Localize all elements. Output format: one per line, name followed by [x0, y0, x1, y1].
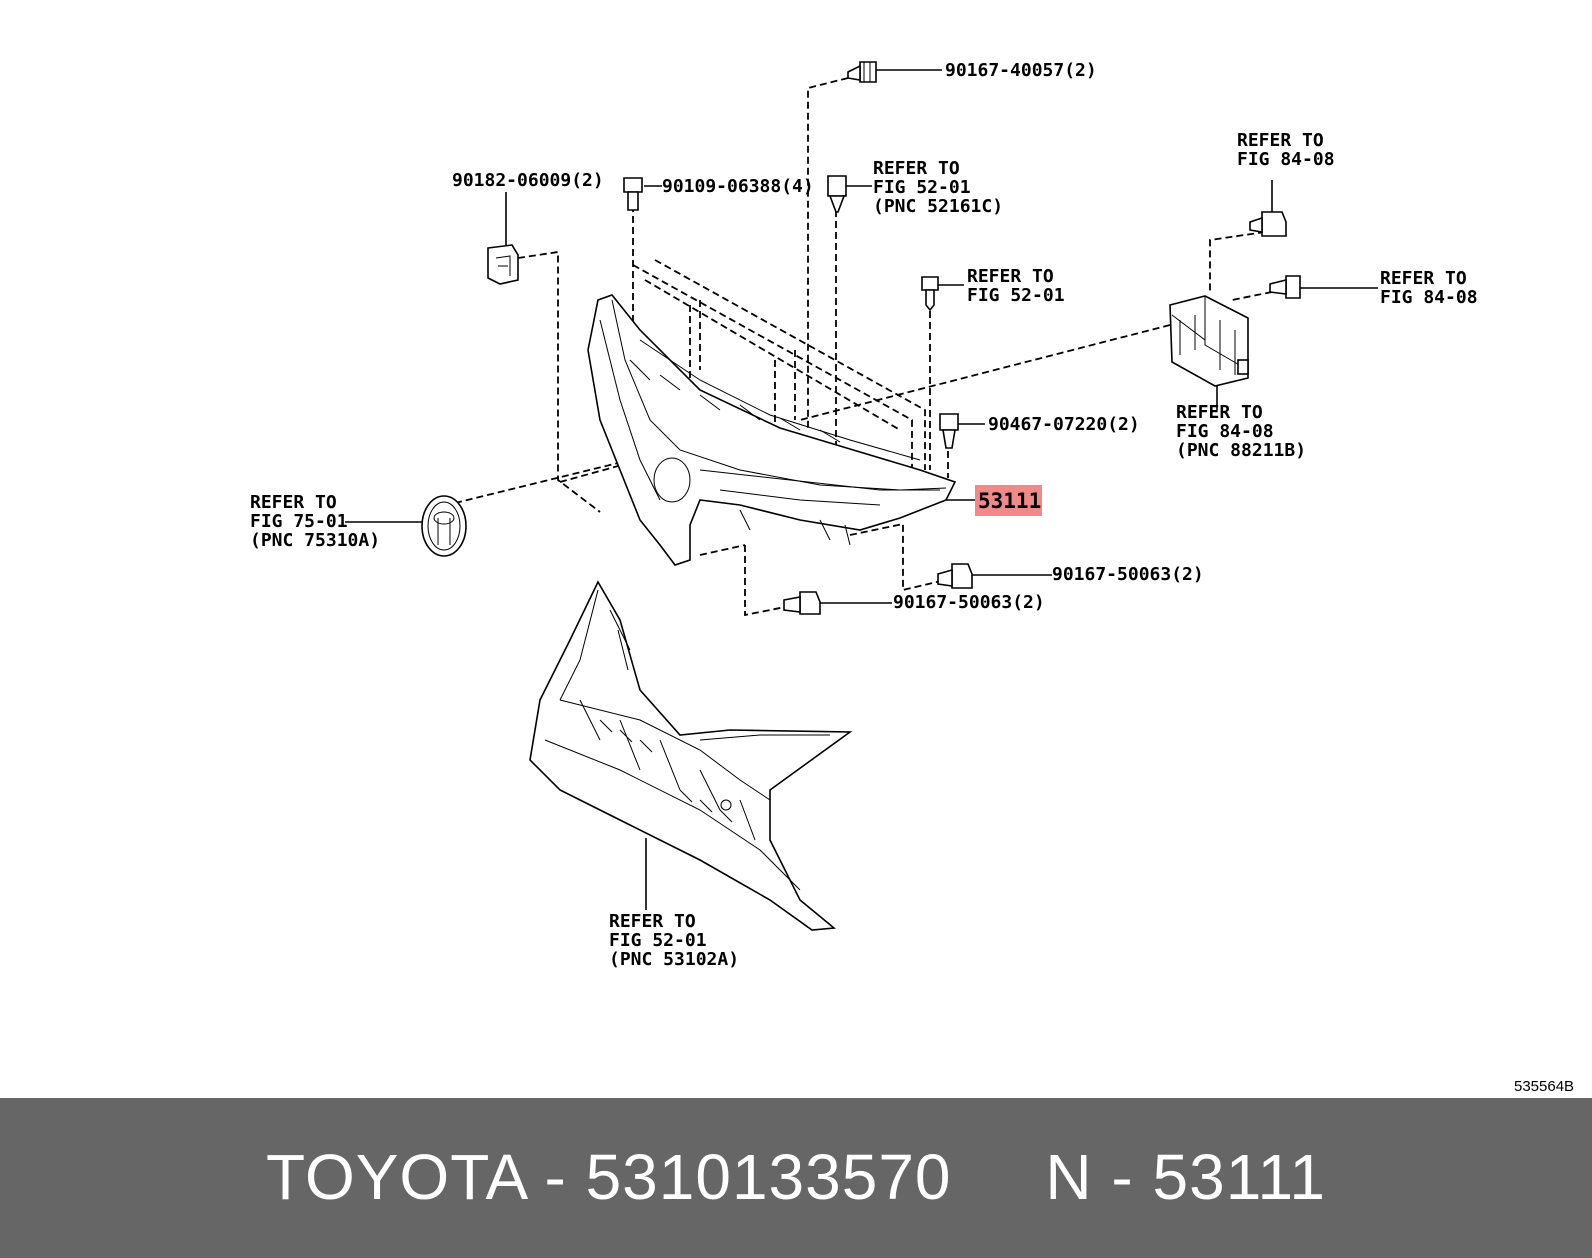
callout-52161c-l3: (PNC 52161C): [873, 196, 1003, 217]
callout-53102a-l2: FIG 52-01: [609, 930, 707, 951]
clip-90167-40057: [847, 61, 877, 83]
callout-84-08-right-l1: REFER TO: [1380, 268, 1467, 289]
footer-title: TOYOTA - 5310133570 N - 53111: [0, 1140, 1592, 1214]
callout-90167-40057-top: 90167-40057(2): [945, 60, 1097, 81]
parts-diagram: 90167-40057(2) 90182-06009(2) 90109-0638…: [250, 60, 1574, 1095]
clip-52161c: [827, 175, 847, 213]
callout-53102a-l1: REFER TO: [609, 911, 696, 932]
footer-separator-1: -: [544, 1141, 567, 1213]
callout-52161c-l2: FIG 52-01: [873, 177, 971, 198]
callout-labels: 90167-40057(2) 90182-06009(2) 90109-0638…: [250, 60, 1478, 970]
callout-84-08-top-l1: REFER TO: [1237, 130, 1324, 151]
callout-88211b-l1: REFER TO: [1176, 402, 1263, 423]
callout-90109-06388: 90109-06388(4): [662, 176, 814, 197]
footer-separator-2: -: [1111, 1141, 1134, 1213]
clip-90467-07220: [939, 413, 959, 449]
sensor-module-88211b: [1169, 295, 1249, 387]
callout-75310a-l1: REFER TO: [250, 492, 337, 513]
grille-support-53111: [587, 294, 957, 566]
footer-brand: TOYOTA: [266, 1141, 526, 1213]
footer-ref-label: N: [1045, 1141, 1093, 1213]
screw-refer-52-01: [921, 276, 939, 312]
callout-75310a-l2: FIG 75-01: [250, 511, 348, 532]
callout-90182-06009: 90182-06009(2): [452, 170, 604, 191]
bolts-refer-84-08: [1249, 211, 1301, 299]
figure-id: 535564B: [1514, 1078, 1574, 1095]
callout-52-01-l2: FIG 52-01: [967, 285, 1065, 306]
footer-ref-value: 53111: [1152, 1141, 1326, 1213]
clips-90167-50063: [783, 563, 973, 615]
callout-90467-07220: 90467-07220(2): [988, 414, 1140, 435]
bracket-90182-06009: [487, 244, 519, 285]
callout-52161c-l1: REFER TO: [873, 158, 960, 179]
grille-53102a: [529, 580, 853, 931]
callout-90167-50063-right: 90167-50063(2): [1052, 564, 1204, 585]
callout-52-01-l1: REFER TO: [967, 266, 1054, 287]
callout-84-08-right-l2: FIG 84-08: [1380, 287, 1478, 308]
callout-75310a-l3: (PNC 75310A): [250, 530, 380, 551]
callout-53102a-l3: (PNC 53102A): [609, 949, 739, 970]
highlight-box: [975, 485, 1042, 516]
highlight-label: 53111: [978, 489, 1041, 513]
footer-part-number: 5310133570: [585, 1141, 952, 1213]
callout-88211b-l2: FIG 84-08: [1176, 421, 1274, 442]
callout-88211b-l3: (PNC 88211B): [1176, 440, 1306, 461]
callout-84-08-top-l2: FIG 84-08: [1237, 149, 1335, 170]
emblem-75310a: [421, 495, 467, 557]
callout-90167-50063-left: 90167-50063(2): [893, 592, 1045, 613]
highlight-callout: 53111: [975, 485, 1042, 516]
footer-bar: TOYOTA - 5310133570 N - 53111: [0, 1098, 1592, 1258]
bolt-90109-06388: [623, 177, 643, 211]
assembly-lines: [454, 77, 1273, 617]
